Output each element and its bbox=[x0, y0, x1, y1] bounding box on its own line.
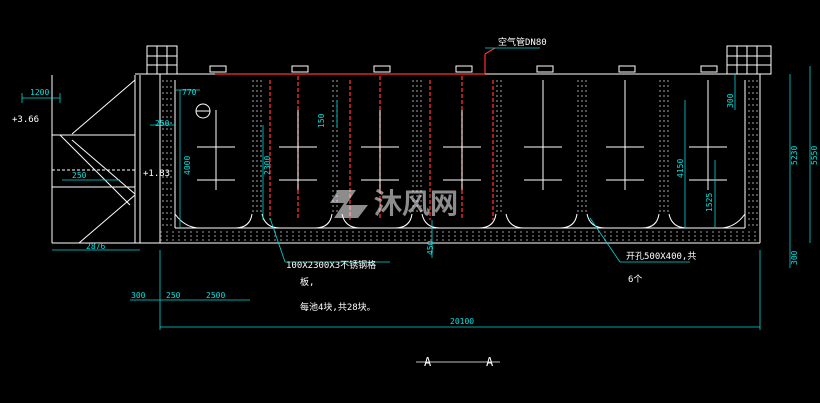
watermark-logo-icon bbox=[330, 190, 368, 218]
section-label: A A bbox=[424, 355, 494, 369]
wall-hatching bbox=[160, 80, 760, 241]
dimension-texts-vertical: 4000 2300 150 450 4150 1525 300 5230 555… bbox=[183, 93, 819, 265]
elevation-texts: +3.66 +1.83 bbox=[12, 115, 170, 179]
diffusers bbox=[197, 80, 727, 190]
annotation-texts: 空气管DN80 100X2300X3不锈钢格 板, 每池4块,共28块。 开孔5… bbox=[286, 36, 696, 313]
dimension-texts: 1200 2876 250 770 250 2500 300 250 20100 bbox=[30, 88, 474, 326]
steel-plate-note-3: 每池4块,共28块。 bbox=[300, 301, 376, 313]
elevation-366: +3.66 bbox=[12, 115, 39, 125]
air-pipe-label: 空气管DN80 bbox=[498, 36, 547, 48]
pipe-circle bbox=[195, 103, 211, 119]
watermark: 沐风网 bbox=[330, 187, 458, 220]
dim-450: 450 bbox=[426, 240, 435, 255]
steel-plate-note-2: 板, bbox=[300, 276, 314, 288]
stair-structure bbox=[51, 75, 160, 244]
dim-4150: 4150 bbox=[676, 159, 685, 178]
dim-20100: 20100 bbox=[450, 317, 474, 326]
valves bbox=[209, 65, 718, 73]
dim-250-wall: 250 bbox=[155, 119, 170, 128]
bottom-fillets bbox=[174, 212, 746, 229]
dim-5550: 5550 bbox=[810, 146, 819, 165]
dim-1525: 1525 bbox=[705, 193, 714, 212]
steel-plate-note-1: 100X2300X3不锈钢格 bbox=[286, 259, 376, 271]
dim-1200: 1200 bbox=[30, 88, 49, 97]
dim-300-left: 300 bbox=[131, 291, 146, 300]
dim-2300: 2300 bbox=[263, 156, 272, 175]
dim-770: 770 bbox=[182, 88, 197, 97]
railing-left bbox=[135, 45, 178, 75]
dim-2876: 2876 bbox=[86, 242, 105, 251]
elevation-183: +1.83 bbox=[143, 169, 170, 179]
dim-250-stair: 250 bbox=[72, 171, 87, 180]
section-label-left: A bbox=[424, 355, 432, 369]
dim-300-top: 300 bbox=[726, 93, 735, 108]
railing-right bbox=[726, 45, 772, 75]
dim-5230: 5230 bbox=[790, 146, 799, 165]
opening-note-1: 开孔500X400,共 bbox=[626, 251, 696, 262]
dim-250-low: 250 bbox=[166, 291, 181, 300]
dim-4000: 4000 bbox=[183, 156, 192, 175]
watermark-text: 沐风网 bbox=[374, 187, 458, 220]
dim-2500: 2500 bbox=[206, 291, 225, 300]
section-label-right: A bbox=[486, 355, 494, 369]
opening-note-2: 6个 bbox=[628, 274, 642, 285]
leader-lines bbox=[269, 47, 690, 263]
dimension-lines bbox=[21, 66, 811, 363]
dim-150: 150 bbox=[317, 113, 326, 128]
dim-300-bottom: 300 bbox=[790, 250, 799, 265]
air-pipe bbox=[215, 47, 496, 75]
